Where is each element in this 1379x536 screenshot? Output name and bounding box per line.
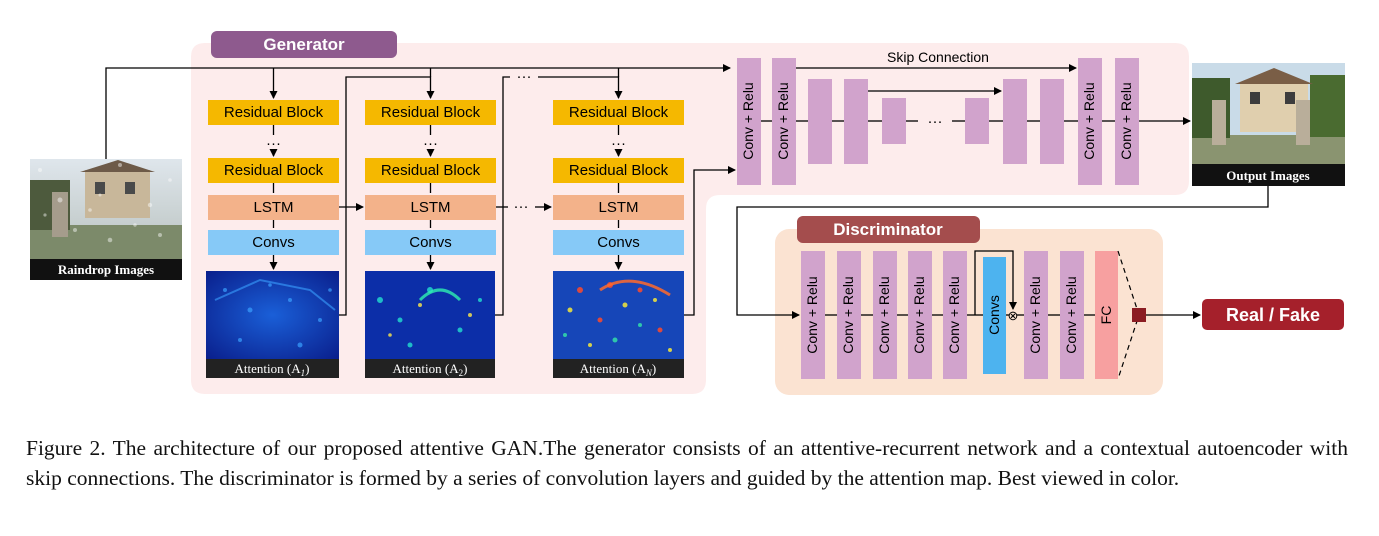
discriminator-title-box xyxy=(797,216,980,243)
raindrop-image xyxy=(30,159,182,259)
residual-block-na xyxy=(553,100,684,125)
d-conv-5 xyxy=(943,251,967,379)
residual-block-na-label: Residual Block xyxy=(569,104,669,121)
d-conv-4-label: Conv + Relu xyxy=(911,276,927,353)
residual-block-1a-label: Residual Block xyxy=(224,104,324,121)
discriminator-title: Discriminator xyxy=(833,220,943,239)
residual-block-2a xyxy=(365,100,496,125)
residual-block-1b xyxy=(208,158,339,183)
attention-map-1 xyxy=(206,271,339,359)
output-caption-bar xyxy=(1192,164,1345,186)
ae-enc-2 xyxy=(844,79,868,164)
attention-map-n xyxy=(553,271,684,359)
ellipsis-2: ··· xyxy=(423,135,438,152)
fc-output-node xyxy=(1132,308,1146,322)
d-conv-5-label: Conv + Relu xyxy=(946,276,962,353)
attention-2-label: Attention (A2) xyxy=(393,361,468,378)
generator-title: Generator xyxy=(263,35,345,54)
residual-block-nb xyxy=(553,158,684,183)
lstm-2 xyxy=(365,195,496,220)
d-convs xyxy=(983,257,1006,374)
ae-conv-2 xyxy=(772,58,796,185)
d-fc-label: FC xyxy=(1098,306,1114,325)
lstm-1 xyxy=(208,195,339,220)
attention-1-caption-bar xyxy=(206,359,339,378)
convs-2 xyxy=(365,230,496,255)
ae-conv-3 xyxy=(1078,58,1102,185)
residual-block-1a xyxy=(208,100,339,125)
lstm-n xyxy=(553,195,684,220)
lstm-1-label: LSTM xyxy=(253,199,293,216)
loop-ellipsis: ··· xyxy=(517,68,532,85)
d-conv-6-label: Conv + Relu xyxy=(1027,276,1043,353)
d-convs-label: Convs xyxy=(986,295,1002,335)
ae-conv-1-label: Conv + Relu xyxy=(740,82,756,159)
convs-1-label: Convs xyxy=(252,234,295,251)
figure-caption: Figure 2. The architecture of our propos… xyxy=(26,436,1348,490)
ae-dec-1 xyxy=(1040,79,1064,164)
d-conv-7-label: Conv + Relu xyxy=(1063,276,1079,353)
residual-block-2b xyxy=(365,158,496,183)
ellipsis-1: ··· xyxy=(266,135,281,152)
connectors xyxy=(105,64,1269,319)
d-conv-3-label: Conv + Relu xyxy=(876,276,892,353)
ae-dec-3 xyxy=(965,98,989,144)
d-conv-1-label: Conv + Relu xyxy=(804,276,820,353)
d-conv-2 xyxy=(837,251,861,379)
raindrop-images-label: Raindrop Images xyxy=(58,262,154,277)
convs-1 xyxy=(208,230,339,255)
generator-title-box xyxy=(211,31,397,58)
lstm-ellipsis: ··· xyxy=(514,198,529,215)
convs-2-label: Convs xyxy=(409,234,452,251)
d-fc xyxy=(1095,251,1118,379)
lstm-2-label: LSTM xyxy=(410,199,450,216)
d-conv-7 xyxy=(1060,251,1084,379)
residual-block-1b-label: Residual Block xyxy=(224,162,324,179)
residual-block-2b-label: Residual Block xyxy=(381,162,481,179)
d-conv-6 xyxy=(1024,251,1048,379)
skip-connection-label: Skip Connection xyxy=(887,49,989,65)
ae-conv-2-label: Conv + Relu xyxy=(775,82,791,159)
lstm-n-label: LSTM xyxy=(598,199,638,216)
output-images-label: Output Images xyxy=(1226,168,1309,183)
residual-block-2a-label: Residual Block xyxy=(381,104,481,121)
convs-n xyxy=(553,230,684,255)
ae-conv-1 xyxy=(737,58,761,185)
residual-block-nb-label: Residual Block xyxy=(569,162,669,179)
attention-1-label: Attention (A1) xyxy=(235,361,310,378)
real-fake-label: Real / Fake xyxy=(1226,305,1320,325)
convs-n-label: Convs xyxy=(597,234,640,251)
d-conv-1 xyxy=(801,251,825,379)
ae-conv-3-label: Conv + Relu xyxy=(1081,82,1097,159)
d-conv-3 xyxy=(873,251,897,379)
ae-ellipsis: ··· xyxy=(928,113,943,130)
attention-map-2 xyxy=(365,271,495,359)
architecture-diagram: Generator Discriminator Raindrop Images xyxy=(30,31,1345,395)
ae-enc-1 xyxy=(808,79,832,164)
multiply-icon: ⊗ xyxy=(1008,308,1019,323)
attention-n-label: Attention (AN) xyxy=(580,361,656,378)
ellipsis-n: ··· xyxy=(611,135,626,152)
real-fake-box xyxy=(1202,299,1344,330)
attention-n-caption-bar xyxy=(553,359,684,378)
d-conv-4 xyxy=(908,251,932,379)
ae-conv-4 xyxy=(1115,58,1139,185)
ae-conv-4-label: Conv + Relu xyxy=(1118,82,1134,159)
ae-enc-3 xyxy=(882,98,906,144)
raindrop-caption-bar xyxy=(30,259,182,280)
d-conv-2-label: Conv + Relu xyxy=(840,276,856,353)
output-image xyxy=(1192,63,1345,164)
attention-2-caption-bar xyxy=(365,359,495,378)
ae-dec-2 xyxy=(1003,79,1027,164)
